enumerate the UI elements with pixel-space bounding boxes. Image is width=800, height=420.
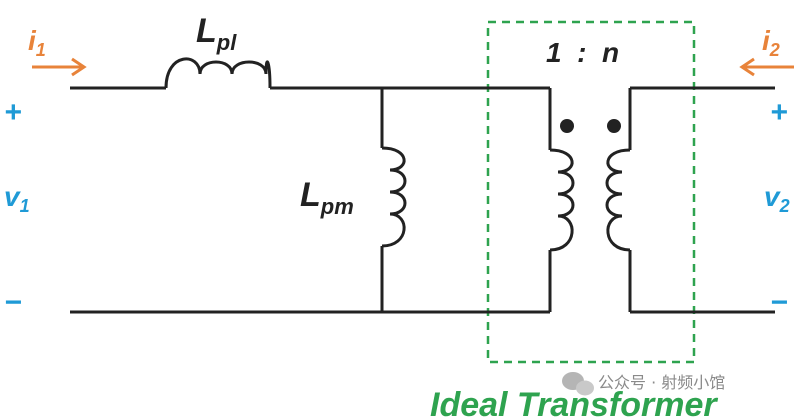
i2-label-sub: 2 bbox=[769, 40, 780, 60]
magnetizing-inductor-label: Lpm bbox=[300, 176, 354, 219]
v1-minus: − bbox=[4, 286, 22, 319]
primary-winding-coil bbox=[549, 148, 575, 252]
v2-label-base: v bbox=[764, 181, 781, 212]
i1-label-sub: 1 bbox=[36, 40, 46, 60]
v1-label: v1 bbox=[4, 181, 30, 216]
i2-label-base: i bbox=[762, 25, 771, 56]
turns-ratio-label: 1 : n bbox=[546, 37, 619, 68]
i2-arrow bbox=[739, 57, 794, 77]
i1-label-base: i bbox=[28, 25, 37, 56]
v1-label-base: v bbox=[4, 181, 21, 212]
v1-plus: + bbox=[4, 96, 22, 129]
magnetizing-inductor-coil bbox=[381, 146, 407, 248]
i1-arrow bbox=[32, 57, 87, 77]
watermark-text: 公众号 · 射频小馆 bbox=[598, 373, 725, 392]
i2-label: i2 bbox=[762, 25, 780, 60]
v1-label-sub: 1 bbox=[20, 196, 30, 216]
lpl-base: L bbox=[196, 12, 217, 50]
i1-label: i1 bbox=[28, 25, 46, 60]
watermark: 公众号 · 射频小馆 bbox=[562, 372, 725, 396]
lpm-sub: pm bbox=[320, 194, 354, 219]
secondary-winding-coil bbox=[605, 148, 631, 252]
leakage-inductor-label: Lpl bbox=[196, 12, 237, 55]
v2-minus: − bbox=[770, 286, 788, 319]
v2-plus: + bbox=[770, 96, 788, 129]
leakage-inductor-coil bbox=[164, 57, 272, 89]
lpl-sub: pl bbox=[216, 30, 237, 55]
v2-label: v2 bbox=[764, 181, 790, 216]
v2-label-sub: 2 bbox=[779, 196, 790, 216]
secondary-polarity-dot bbox=[607, 119, 621, 133]
lpm-base: L bbox=[300, 176, 321, 214]
ideal-transformer-box bbox=[486, 20, 696, 364]
wechat-icon bbox=[562, 372, 594, 396]
ideal-transformer-label: Ideal Transformer bbox=[430, 386, 718, 420]
primary-polarity-dot bbox=[560, 119, 574, 133]
